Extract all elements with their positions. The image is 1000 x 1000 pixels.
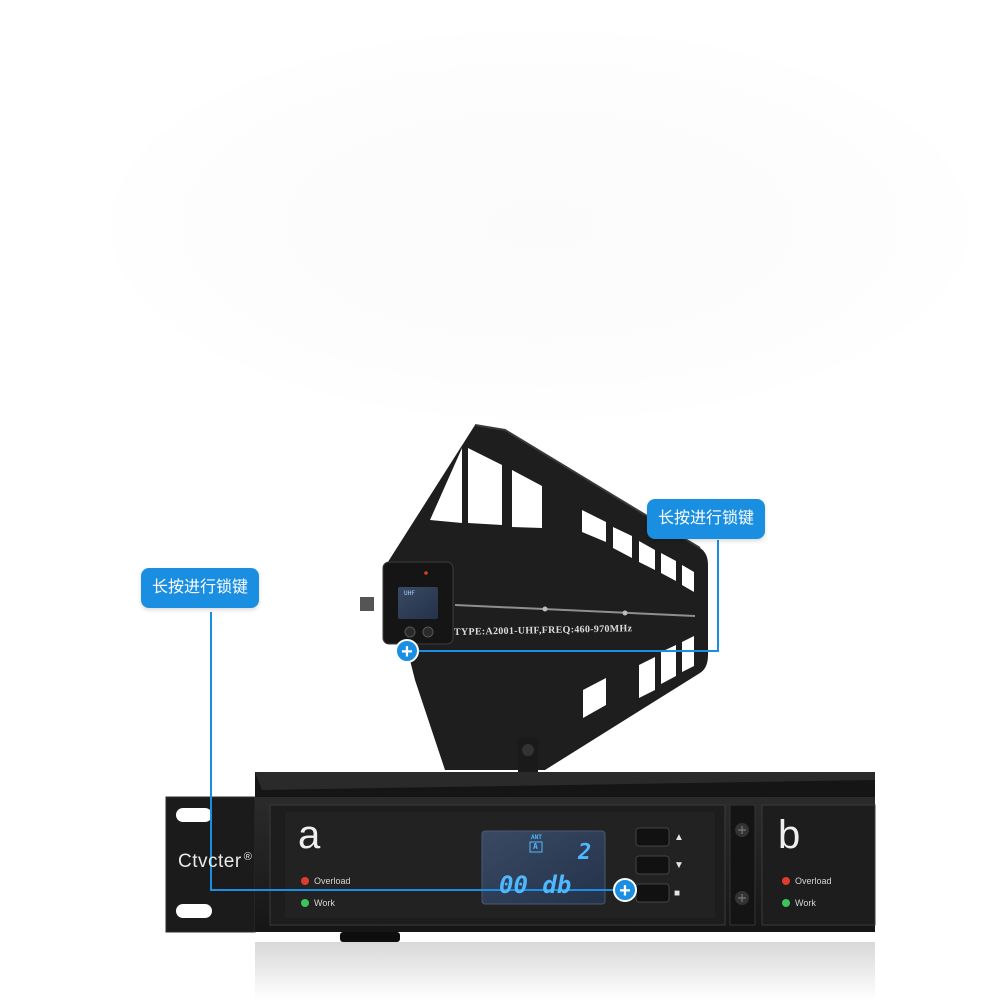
background-glow [110,30,970,420]
overload-label-a: Overload [314,876,351,886]
overload-led-a [301,877,309,885]
lcd-channel-value: 2 [578,840,592,865]
set-square-icon[interactable]: ■ [674,888,681,899]
work-label-b: Work [795,898,816,908]
channel-a-letter: a [298,813,321,857]
callout-right: 长按进行锁键 [647,499,766,539]
plus-icon-antenna[interactable]: + [395,639,419,663]
down-arrow-icon[interactable]: ▼ [674,860,684,871]
receiver-body [165,772,876,1000]
brand-registered-mark: ® [243,851,253,863]
lcd-ant-value: A [533,842,538,851]
plus-icon-receiver[interactable]: + [613,878,637,902]
work-led-a [301,899,309,907]
callout-left: 长按进行锁键 [141,568,260,608]
brand-logo: Ctvcter® [178,851,252,873]
brand-name: Ctvcter [178,851,242,872]
work-label-a: Work [314,898,335,908]
work-led-b [782,899,790,907]
channel-b-letter: b [778,813,801,857]
up-arrow-icon[interactable]: ▲ [674,832,684,843]
callout-lines [210,540,719,891]
overload-led-b [782,877,790,885]
antenna [360,424,708,778]
antenna-screen-text: UHF [404,590,415,597]
lcd-ant-label: ANT [531,834,542,841]
overload-label-b: Overload [795,876,832,886]
lcd-level-value: 00 db [499,871,572,899]
